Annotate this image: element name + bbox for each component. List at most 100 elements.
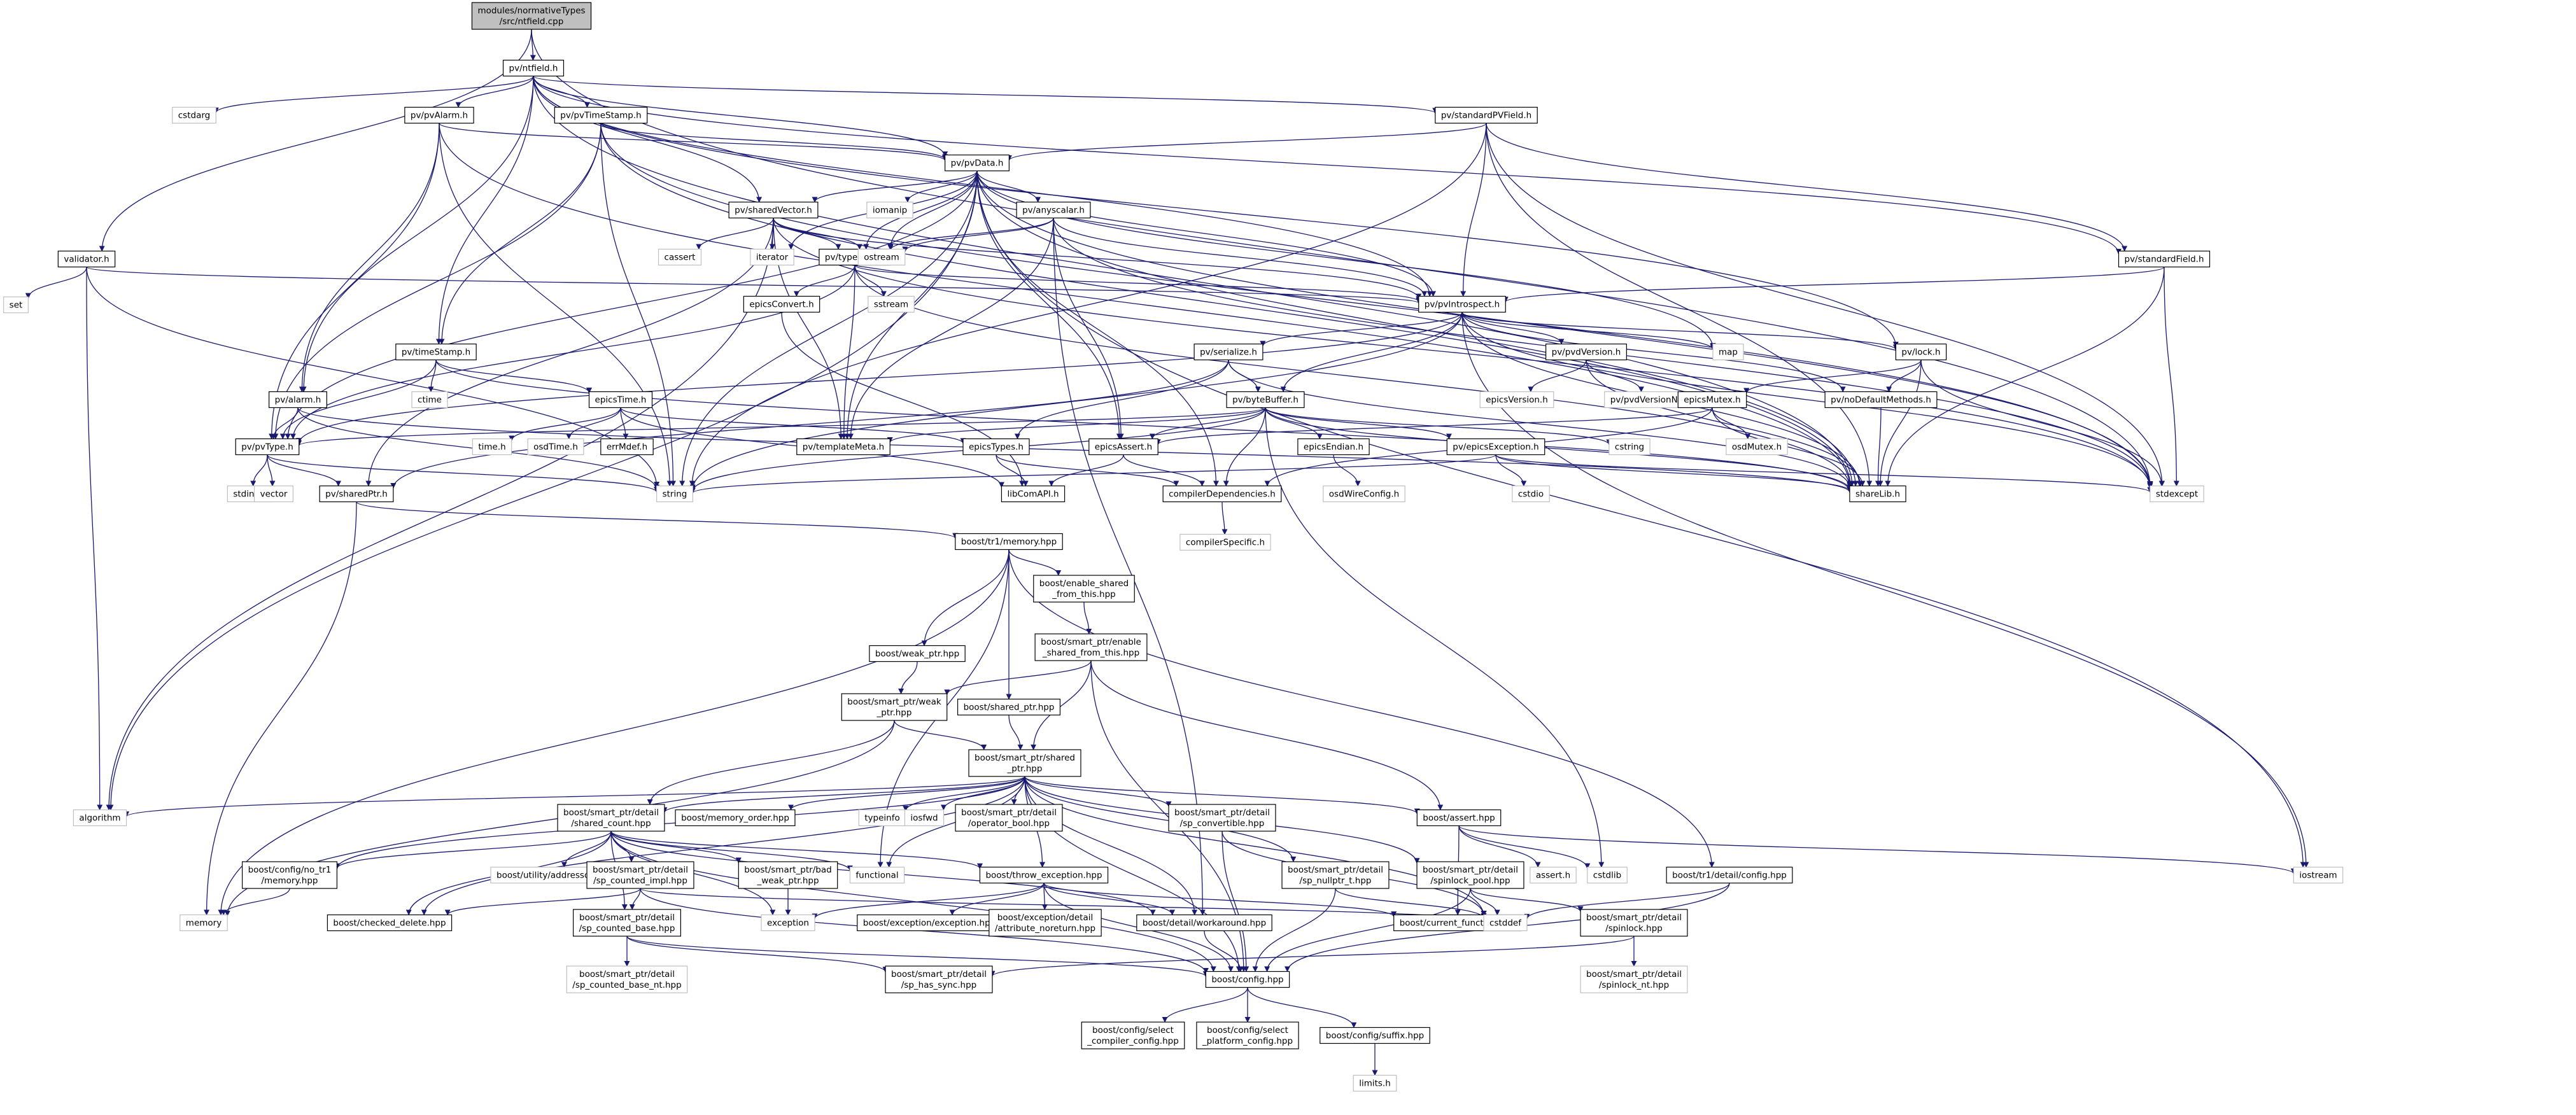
node-box	[1297, 438, 1370, 456]
node-epicsEndian[interactable]: epicsEndian.h	[1297, 438, 1370, 456]
node-validator[interactable]: validator.h	[57, 250, 116, 268]
node-pvTimeStamp[interactable]: pv/pvTimeStamp.h	[554, 106, 648, 124]
node-osdWireConfig: osdWireConfig.h	[1323, 485, 1405, 503]
node-memoryOrder[interactable]: boost/memory_order.hpp	[675, 809, 796, 827]
node-osdTime: osdTime.h	[527, 438, 584, 456]
node-tr1config[interactable]: boost/tr1/detail/config.hpp	[1666, 866, 1793, 884]
node-spinlockPool[interactable]: boost/smart_ptr/detail/spinlock_pool.hpp	[1416, 861, 1524, 889]
edge-pvType-to-vector	[267, 454, 276, 487]
node-label: cstdlib	[1593, 871, 1621, 881]
edge-sharedVector-to-sharedPtr	[365, 218, 774, 487]
node-label: libComAPI.h	[1007, 489, 1059, 500]
node-label: map	[1719, 347, 1738, 358]
node-sharedCount[interactable]: boost/smart_ptr/detail/shared_count.hpp	[557, 804, 665, 832]
node-assertHpp[interactable]: boost/assert.hpp	[1416, 809, 1502, 827]
node-spEnableShared[interactable]: boost/smart_ptr/enable_shared_from_this.…	[1034, 633, 1148, 661]
node-badWeakPtr[interactable]: boost/smart_ptr/bad_weak_ptr.hpp	[738, 861, 838, 889]
node-pvData[interactable]: pv/pvData.h	[945, 154, 1010, 172]
node-exceptionHpp[interactable]: boost/exception/exception.hpp	[857, 914, 1002, 932]
edge-epicsTime-to-time_h	[509, 407, 621, 442]
edge-standardPVField-to-pvIntrospect	[1460, 123, 1487, 297]
node-pvAlarm[interactable]: pv/pvAlarm.h	[404, 106, 474, 124]
node-spSharedPtr[interactable]: boost/smart_ptr/shared_ptr.hpp	[968, 749, 1081, 777]
node-byteBuffer[interactable]: pv/byteBuffer.h	[1226, 391, 1305, 409]
node-configHpp[interactable]: boost/config.hpp	[1205, 971, 1290, 988]
edge-spinlockPool-to-spinlockHpp	[1470, 888, 1584, 913]
node-attrNoreturn[interactable]: boost/exception/detail/attribute_noretur…	[989, 909, 1102, 937]
node-weakPtrHpp[interactable]: boost/weak_ptr.hpp	[869, 645, 966, 663]
node-serialize[interactable]: pv/serialize.h	[1193, 343, 1263, 361]
node-epicsTypes[interactable]: epicsTypes.h	[962, 438, 1030, 456]
node-tr1memory[interactable]: boost/tr1/memory.hpp	[955, 533, 1063, 550]
node-box	[849, 866, 905, 884]
node-compilerDependencies[interactable]: compilerDependencies.h	[1162, 485, 1282, 503]
edge-ntfield-to-timeStamp	[435, 76, 534, 345]
node-memory: memory	[179, 914, 228, 932]
edge-spNullptr-to-cstddef	[1335, 888, 1487, 920]
node-anyscalar[interactable]: pv/anyscalar.h	[1016, 201, 1091, 219]
node-spHasSync[interactable]: boost/smart_ptr/detail/sp_has_sync.hpp	[885, 965, 993, 993]
node-box	[1608, 438, 1650, 456]
node-pvdVersion[interactable]: pv/pvdVersion.h	[1545, 343, 1627, 361]
node-ntfield[interactable]: pv/ntfield.h	[502, 59, 565, 77]
node-box	[750, 248, 794, 266]
node-checkedDelete[interactable]: boost/checked_delete.hpp	[327, 914, 453, 932]
edge-sharedVector-to-typeCast	[773, 218, 841, 250]
node-selectPlatform[interactable]: boost/config/select_platform_config.hpp	[1196, 1021, 1299, 1049]
node-errMdef[interactable]: errMdef.h	[600, 438, 654, 456]
node-alarm[interactable]: pv/alarm.h	[269, 391, 327, 409]
node-templateMeta[interactable]: pv/templateMeta.h	[796, 438, 890, 456]
node-spConvertible[interactable]: boost/smart_ptr/detail/sp_convertible.hp…	[1168, 804, 1276, 832]
node-configNoTr1[interactable]: boost/config/no_tr1/memory.hpp	[241, 861, 338, 889]
node-libComAPI[interactable]: libComAPI.h	[1001, 485, 1066, 503]
node-spNullptr[interactable]: boost/smart_ptr/detail/sp_nullptr_t.hpp	[1281, 861, 1390, 889]
node-sharedVector[interactable]: pv/sharedVector.h	[728, 201, 819, 219]
edge-sharedCount-to-badWeakPtr	[610, 831, 742, 864]
node-workaround[interactable]: boost/detail/workaround.hpp	[1136, 914, 1272, 932]
node-label: sstream	[874, 300, 908, 310]
node-box	[656, 485, 693, 503]
node-noDefaultMethods[interactable]: pv/noDefaultMethods.h	[1824, 391, 1938, 409]
node-cstdlib: cstdlib	[1587, 866, 1628, 884]
node-lock[interactable]: pv/lock.h	[1895, 343, 1947, 361]
node-throwException[interactable]: boost/throw_exception.hpp	[979, 866, 1109, 884]
node-box	[1416, 809, 1502, 827]
node-epicsConvert[interactable]: epicsConvert.h	[743, 295, 820, 313]
node-epicsMutex[interactable]: epicsMutex.h	[1677, 391, 1747, 409]
node-spWeakPtr[interactable]: boost/smart_ptr/weak_ptr.hpp	[841, 693, 948, 721]
node-spCountedBase[interactable]: boost/smart_ptr/detail/sp_counted_base.h…	[573, 909, 681, 937]
node-algorithm: algorithm	[73, 809, 127, 827]
node-label: boost/smart_ptr/bad	[744, 865, 831, 875]
node-epicsTime[interactable]: epicsTime.h	[588, 391, 653, 409]
node-spCountedImpl[interactable]: boost/smart_ptr/detail/sp_counted_impl.h…	[586, 861, 694, 889]
node-enableSharedHpp[interactable]: boost/enable_shared_from_this.hpp	[1033, 575, 1135, 603]
node-selectCompiler[interactable]: boost/config/select_compiler_config.hpp	[1081, 1021, 1185, 1049]
edge-sharedVector-to-stdexcept	[773, 218, 2153, 489]
node-spinlockHpp[interactable]: boost/smart_ptr/detail/spinlock.hpp	[1580, 909, 1688, 937]
node-pvEpicsException[interactable]: pv/epicsException.h	[1446, 438, 1545, 456]
node-label: pv/templateMeta.h	[803, 442, 884, 452]
edge-configNoTr1-to-memory	[220, 888, 290, 916]
node-iostream: iostream	[2293, 866, 2344, 884]
node-box	[1033, 575, 1135, 603]
node-standardPVField[interactable]: pv/standardPVField.h	[1435, 106, 1538, 124]
edge-pvEpicsException-to-stdexcept	[1495, 454, 2153, 493]
node-epicsAssert[interactable]: epicsAssert.h	[1088, 438, 1158, 456]
edge-validator-to-pvIntrospect	[86, 266, 1421, 304]
node-root[interactable]: modules/normativeTypes/src/ntfield.cpp	[471, 2, 592, 30]
node-operatorBool[interactable]: boost/smart_ptr/detail/operator_bool.hpp	[955, 804, 1063, 832]
node-box	[404, 106, 474, 124]
node-sharedPtrHpp[interactable]: boost/shared_ptr.hpp	[957, 698, 1061, 716]
edge-typeCast-to-pvIntrospect	[854, 264, 1422, 302]
node-shareLib[interactable]: shareLib.h	[1849, 485, 1906, 503]
edge-pvTimeStamp-to-timeStamp	[439, 123, 602, 345]
node-pvIntrospect[interactable]: pv/pvIntrospect.h	[1418, 295, 1506, 313]
node-sharedPtr[interactable]: pv/sharedPtr.h	[319, 485, 394, 503]
node-label: iomanip	[873, 206, 907, 216]
node-box	[73, 809, 127, 827]
node-standardField[interactable]: pv/standardField.h	[2118, 250, 2211, 268]
node-box	[573, 909, 681, 937]
node-timeStamp[interactable]: pv/timeStamp.h	[395, 343, 477, 361]
node-pvType[interactable]: pv/pvType.h	[235, 438, 300, 456]
node-suffix[interactable]: boost/config/suffix.hpp	[1320, 1027, 1430, 1044]
